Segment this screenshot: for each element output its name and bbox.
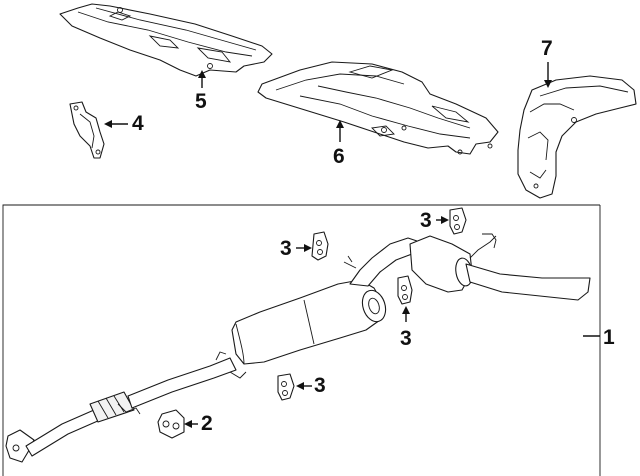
callout-1: 1: [603, 326, 615, 349]
insulator-2: [157, 409, 185, 439]
insulator-3c: [397, 275, 413, 305]
heat-shield-rear: [517, 75, 637, 199]
callout-5-arrow: [198, 70, 206, 78]
callout-3c: 3: [400, 327, 412, 350]
callout-4: 4: [132, 112, 144, 135]
callout-2-arrow: [184, 420, 192, 428]
callout-7-arrow: [544, 80, 552, 88]
callout-3c-arrow: [402, 306, 410, 314]
insulator-3b: [449, 207, 467, 235]
insulator-3a: [311, 231, 329, 261]
callout-6-arrow: [336, 120, 344, 128]
callout-5: 5: [195, 90, 207, 113]
heat-shield-center: [257, 61, 499, 155]
callout-3b-arrow: [441, 216, 449, 224]
callout-6: 6: [333, 145, 345, 168]
exhaust-assembly: [5, 233, 591, 463]
bracket: [69, 101, 105, 159]
assembly-frame: [2, 204, 601, 476]
callout-7: 7: [541, 37, 553, 60]
insulator-3d: [277, 373, 295, 401]
callout-3a-arrow: [304, 244, 312, 252]
callout-3b: 3: [420, 209, 432, 232]
callout-3d-arrow: [296, 382, 304, 390]
callout-4-arrow: [104, 120, 112, 128]
callout-3d: 3: [314, 374, 326, 397]
heat-shield-upper: [59, 3, 273, 77]
callout-3a: 3: [280, 237, 292, 260]
callout-2: 2: [201, 412, 213, 435]
